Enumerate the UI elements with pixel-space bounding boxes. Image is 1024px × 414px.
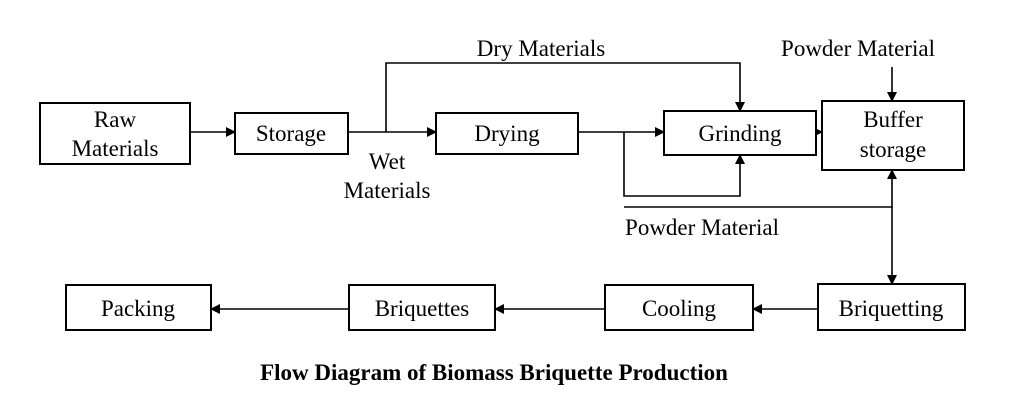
node-grinding: Grinding xyxy=(663,110,817,156)
label-dry-materials: Dry Materials xyxy=(477,36,605,61)
node-packing: Packing xyxy=(65,284,212,331)
node-briquettes: Briquettes xyxy=(348,284,496,331)
label-powder-material-bottom: Powder Material xyxy=(625,215,779,240)
buffer-storage-line1: Buffer xyxy=(863,107,923,132)
node-raw-materials: Raw Materials xyxy=(39,102,191,165)
briquetting-label: Briquetting xyxy=(839,296,944,321)
connectors xyxy=(190,62,897,314)
arrow-recycle-to-grinding xyxy=(623,132,745,197)
label-wet-materials-line1: Wet xyxy=(369,149,406,174)
grinding-label: Grinding xyxy=(698,121,782,146)
packing-label: Packing xyxy=(101,296,176,321)
diagram-caption: Flow Diagram of Biomass Briquette Produc… xyxy=(260,360,728,385)
arrow-powder-material-bottom-to-buffer xyxy=(624,169,897,208)
arrow-dry-materials-to-grinding xyxy=(385,62,745,132)
storage-label: Storage xyxy=(256,121,326,146)
node-buffer-storage: Buffer storage xyxy=(821,100,965,171)
label-wet-materials-line2: Materials xyxy=(344,178,431,203)
raw-materials-line1: Raw xyxy=(94,107,137,132)
drying-label: Drying xyxy=(474,121,540,146)
node-drying: Drying xyxy=(435,112,579,155)
raw-materials-line2: Materials xyxy=(72,136,159,161)
node-cooling: Cooling xyxy=(604,284,754,331)
label-powder-material-top: Powder Material xyxy=(781,36,935,61)
buffer-storage-line2: storage xyxy=(860,137,926,162)
cooling-label: Cooling xyxy=(642,296,717,321)
node-storage: Storage xyxy=(234,112,349,155)
node-briquetting: Briquetting xyxy=(817,283,966,331)
briquettes-label: Briquettes xyxy=(375,296,470,321)
